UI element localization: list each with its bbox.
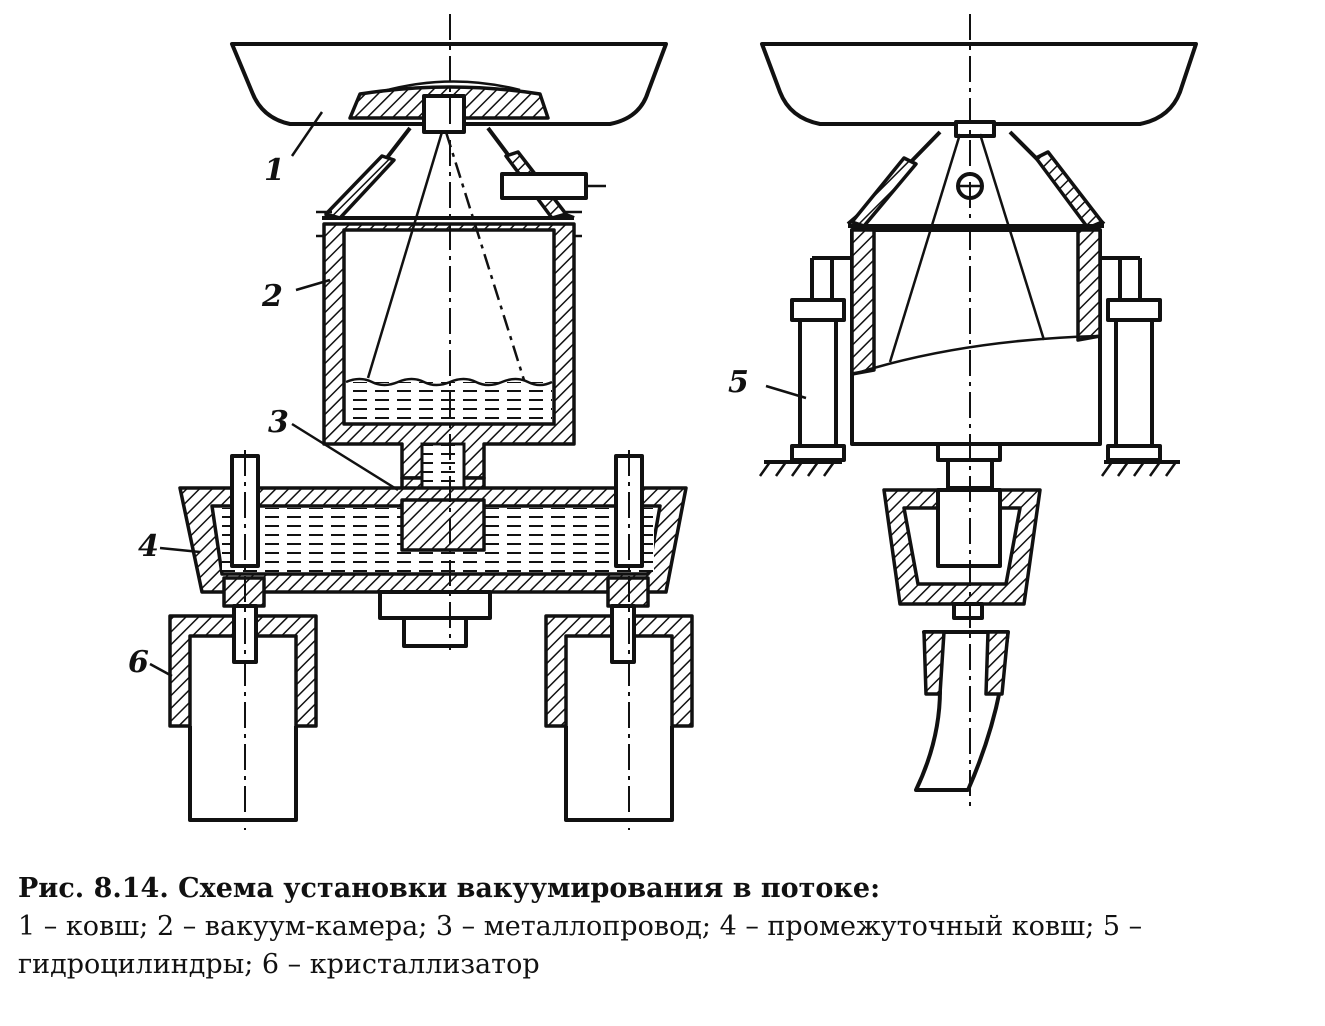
label-4: 4 xyxy=(138,529,159,564)
mould-left-2 xyxy=(544,614,694,728)
right-assembly xyxy=(758,14,1198,810)
caption-legend-line-2: гидроцилиндры; 6 – кристаллизатор xyxy=(18,949,540,980)
mould-left-1 xyxy=(168,614,318,728)
label-3: 3 xyxy=(268,405,289,440)
figure-caption: Рис. 8.14. Схема установки вакуумировани… xyxy=(18,870,1318,984)
left-assembly xyxy=(168,14,694,830)
vacuum-pipe-left xyxy=(500,172,588,200)
label-2: 2 xyxy=(261,279,283,314)
caption-figure-number: Рис. 8.14. xyxy=(18,873,169,904)
leader-lines xyxy=(149,111,807,678)
label-6: 6 xyxy=(128,645,149,680)
caption-title: Рис. 8.14. Схема установки вакуумировани… xyxy=(18,870,1318,908)
ladle-right xyxy=(760,42,1198,126)
ladle-left-nozzle xyxy=(422,94,466,134)
label-5: 5 xyxy=(728,365,749,400)
label-1: 1 xyxy=(264,153,285,188)
caption-legend-line-1: 1 – ковш; 2 – вакуум-камера; 3 – металло… xyxy=(18,911,1143,942)
strand-right xyxy=(914,630,1010,792)
vacuum-degassing-diagram: 1 2 3 4 5 6 xyxy=(128,14,1198,830)
hydro-cylinder-left xyxy=(758,256,852,477)
hydro-cylinder-right xyxy=(1100,256,1180,477)
caption-title-text: Схема установки вакуумирования в потоке: xyxy=(178,873,881,904)
ladle-left xyxy=(230,42,668,126)
